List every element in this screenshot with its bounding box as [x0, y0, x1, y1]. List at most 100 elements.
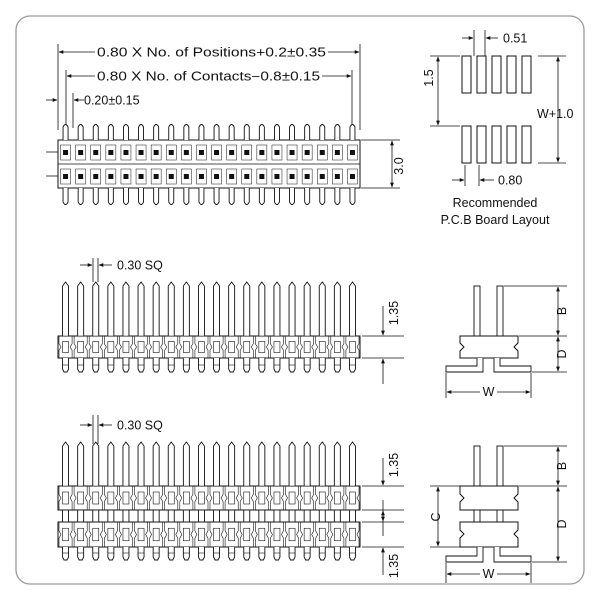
header-pin: [239, 281, 254, 373]
header-pin: [224, 441, 239, 561]
dim-positions: 0.80 X No. of Positions+0.2±0.35: [97, 46, 326, 60]
header-pin: [134, 441, 148, 561]
side-dim-w-double: W: [483, 567, 495, 581]
header-pin: [255, 281, 269, 373]
top-pin: [135, 124, 147, 205]
header-pin: [134, 281, 148, 373]
double-row-header: [57, 441, 361, 561]
pcb-pad: [506, 55, 517, 94]
pcb-pad: [476, 55, 487, 94]
single-row-side-view: B D W: [445, 285, 569, 399]
pcb-pad: [506, 125, 517, 164]
top-pin: [226, 124, 237, 205]
header-pin: [224, 281, 239, 373]
side-dim-w-single: W: [483, 385, 495, 399]
side-dim-d-double: D: [555, 519, 569, 528]
dim-pin-height-double-top: 1.35: [387, 453, 401, 477]
dim-pin-height-single: 1.35: [387, 301, 401, 325]
top-pin: [120, 124, 132, 205]
top-pin: [332, 124, 343, 205]
header-pin: [194, 441, 209, 561]
top-pin: [301, 124, 313, 205]
top-pin: [317, 124, 328, 205]
pcb-caption-line1: Recommended: [453, 196, 538, 210]
header-pin: [88, 281, 103, 373]
sheet-border: [15, 15, 585, 585]
header-pin: [58, 441, 73, 561]
header-pin: [330, 441, 345, 561]
top-pin: [347, 124, 358, 205]
pcb-pad: [461, 55, 472, 94]
header-pin: [119, 441, 133, 561]
header-pin: [255, 441, 269, 561]
double-row-group: 0.30 SQ 1.35 1.35 C: [57, 415, 569, 583]
header-pin: [149, 281, 163, 373]
header-pin: [104, 281, 118, 373]
pcb-layout-group: 0.51 1.5 W+1.0 0.80 Recommended P.C.B Bo…: [422, 30, 574, 227]
pcb-pads: [461, 55, 532, 164]
top-pin: [286, 124, 298, 205]
side-dim-b-single: B: [555, 307, 569, 315]
top-view-group: 0.80 X No. of Positions+0.2±0.35 0.80 X …: [46, 44, 406, 205]
header-pin: [300, 281, 314, 373]
header-pin: [104, 441, 118, 561]
top-pin: [196, 124, 207, 205]
single-row-group: 0.30 SQ 1.35 B D W: [57, 258, 569, 399]
dim-total-width: W+1.0: [537, 107, 574, 121]
top-pin: [211, 124, 222, 205]
header-pin: [58, 281, 73, 373]
top-pin: [60, 124, 71, 205]
top-view-pins: [60, 124, 358, 205]
pcb-pad: [491, 55, 502, 94]
header-pin: [88, 441, 103, 561]
header-pin: [164, 441, 179, 561]
header-pin: [239, 441, 254, 561]
header-pin: [179, 281, 194, 373]
side-dim-d-single: D: [555, 349, 569, 358]
side-dim-b-double: B: [555, 462, 569, 470]
header-pin: [315, 281, 330, 373]
single-row-header: [57, 281, 361, 373]
double-row-side-view: C B D W: [429, 445, 569, 583]
top-pin: [241, 124, 252, 205]
dim-housing-height: 3.0: [392, 157, 406, 174]
top-pin: [150, 124, 162, 205]
header-pin: [285, 281, 299, 373]
header-pin: [179, 441, 194, 561]
header-pin: [73, 281, 88, 373]
pcb-pad: [461, 125, 472, 164]
header-pin: [345, 441, 360, 561]
header-pin: [315, 441, 330, 561]
top-pin: [75, 124, 86, 205]
header-pin: [270, 281, 284, 373]
header-pin: [164, 281, 179, 373]
dim-pad-length: 1.5: [422, 69, 436, 86]
header-pin: [300, 441, 314, 561]
top-pin: [166, 124, 177, 205]
dim-pitch-tolerance: 0.20±0.15: [84, 94, 140, 108]
header-pin: [194, 281, 209, 373]
header-pin: [209, 441, 224, 561]
pcb-caption-line2: P.C.B Board Layout: [441, 213, 550, 227]
top-pin: [181, 124, 192, 205]
dim-pad-width: 0.51: [503, 32, 527, 46]
pcb-pad: [521, 55, 532, 94]
header-pin: [73, 441, 88, 561]
header-pin: [209, 281, 224, 373]
top-pin: [271, 124, 283, 205]
header-pin: [285, 441, 299, 561]
dim-contacts: 0.80 X No. of Contacts−0.8±0.15: [97, 70, 320, 84]
header-pin: [330, 281, 345, 373]
top-pin: [256, 124, 268, 205]
pcb-pad: [476, 125, 487, 164]
header-pin: [270, 441, 284, 561]
header-pin: [149, 441, 163, 561]
dim-pin-size-double: 0.30 SQ: [117, 419, 163, 433]
header-pin: [345, 281, 360, 373]
top-pin: [105, 124, 117, 205]
dim-pin-height-double-bottom: 1.35: [387, 554, 401, 578]
top-pin: [90, 124, 101, 205]
dim-pad-pitch: 0.80: [498, 174, 522, 188]
